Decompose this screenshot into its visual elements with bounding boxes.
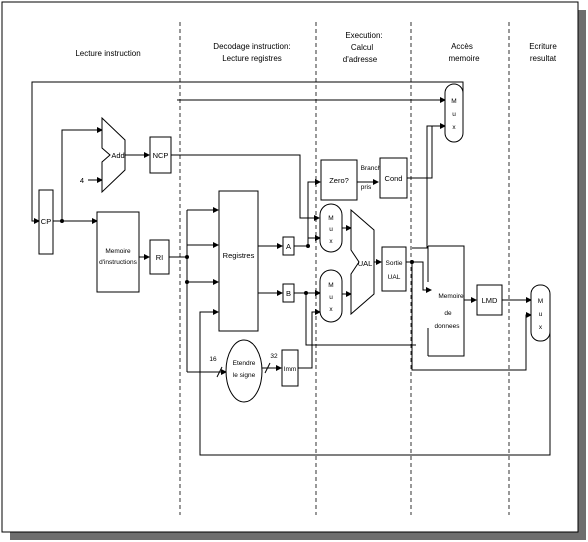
register-file: Registres <box>218 190 259 332</box>
mux-letter: M <box>328 282 333 289</box>
stage-mem-label-1: Accès <box>451 42 473 51</box>
alu-mux-a: M u x <box>319 203 343 253</box>
zero-test-unit: Zero? <box>320 159 358 201</box>
data-memory: Memoire de donnees <box>427 245 465 357</box>
wire-writeback <box>199 300 551 456</box>
stage-decode-label-1: Decodage instruction: <box>213 42 290 51</box>
cp-register: CP <box>38 189 54 255</box>
alu-out-label-1: Sortie <box>386 260 403 267</box>
pc-mux: M u x <box>444 83 464 143</box>
stage-wb-label-2: resultat <box>530 54 557 63</box>
ncp-register: NCP <box>149 136 172 174</box>
stage-exec-label-2: Calcul <box>351 43 373 52</box>
sign-extend-unit: Etendre le signe 16 32 <box>209 339 278 403</box>
wire-b-to-dmem <box>305 293 416 346</box>
stage-fetch-label: Lecture instruction <box>75 49 140 58</box>
junction-dot <box>306 244 310 248</box>
branch-taken-label-2: pris <box>361 184 372 191</box>
wire-alu-out-to-dmem <box>412 261 432 293</box>
dmem-label-3: donnees <box>435 323 461 330</box>
instruction-memory: Memoire d'instructions <box>96 211 140 293</box>
alu-mux-b: M u x <box>319 269 343 323</box>
b-label: B <box>286 289 291 298</box>
alu-label: UAL <box>358 259 373 268</box>
constant-four: 4 <box>80 176 84 185</box>
zero-label: Zero? <box>329 176 349 185</box>
cond-register: Cond <box>379 157 408 199</box>
imem-label-2: d'instructions <box>99 259 137 266</box>
mux-letter: M <box>328 215 333 222</box>
junction-dot <box>60 219 64 223</box>
imm-label: Imm <box>284 366 297 373</box>
lmd-label: LMD <box>482 296 498 305</box>
wires <box>31 81 551 456</box>
junctions <box>60 219 414 295</box>
wire-a-to-zero <box>294 179 321 247</box>
bits-out-label: 32 <box>270 353 278 360</box>
mux-letter: x <box>452 124 456 131</box>
mux-letter: u <box>539 311 543 318</box>
alu-output-register: Sortie UAL <box>381 246 407 292</box>
add-unit: Add <box>101 116 126 194</box>
mux-letter: M <box>538 298 543 305</box>
junction-dot <box>185 255 189 259</box>
sign-ext-label-1: Etendre <box>233 360 256 367</box>
regs-label: Registres <box>223 251 255 260</box>
mux-letter: x <box>539 324 543 331</box>
wire-cp-to-add <box>61 127 103 221</box>
wire-imm-to-alu-mux <box>298 309 321 369</box>
alu: UAL <box>350 208 375 316</box>
stage-decode-label-2: Lecture registres <box>222 54 282 63</box>
lmd-register: LMD <box>476 284 503 316</box>
mux-letter: u <box>329 294 333 301</box>
ri-label: RI <box>156 253 164 262</box>
mux-letter: x <box>329 238 333 245</box>
stage-exec-label-1: Execution: <box>345 31 382 40</box>
stage-mem-label-2: memoire <box>448 54 480 63</box>
sign-ext-label-2: le signe <box>233 372 256 379</box>
stage-wb-label-1: Ecriture <box>529 42 557 51</box>
ri-register: RI <box>149 239 170 275</box>
ncp-label: NCP <box>153 151 169 160</box>
junction-dot <box>410 260 414 264</box>
alu-out-label-2: UAL <box>388 274 401 281</box>
a-label: A <box>286 242 291 251</box>
cp-label: CP <box>41 217 51 226</box>
imem-label-1: Memoire <box>105 248 131 255</box>
dmem-label-1: Memoire <box>438 293 464 300</box>
wire-ncp-to-alu-mux <box>171 154 320 221</box>
junction-dot <box>304 291 308 295</box>
mux-letter: x <box>329 306 333 313</box>
dmem-label-2: de <box>444 310 452 317</box>
a-register: A <box>282 236 295 256</box>
wire-cond-to-pc-mux <box>407 123 446 179</box>
writeback-mux: M u x <box>530 284 551 342</box>
wire-next-pc <box>31 81 464 224</box>
b-register: B <box>282 283 295 303</box>
bits-in-label: 16 <box>209 356 217 363</box>
mux-letter: u <box>452 111 456 118</box>
cond-label: Cond <box>385 174 403 183</box>
wire-alu-out-to-pc-mux <box>412 125 433 249</box>
mux-letter: u <box>329 226 333 233</box>
add-label: Add <box>111 151 124 160</box>
junction-dot <box>185 280 189 284</box>
stage-separators <box>179 22 510 515</box>
mux-letter: M <box>451 98 456 105</box>
stage-exec-label-3: d'adresse <box>343 55 378 64</box>
imm-register: Imm <box>281 349 299 387</box>
